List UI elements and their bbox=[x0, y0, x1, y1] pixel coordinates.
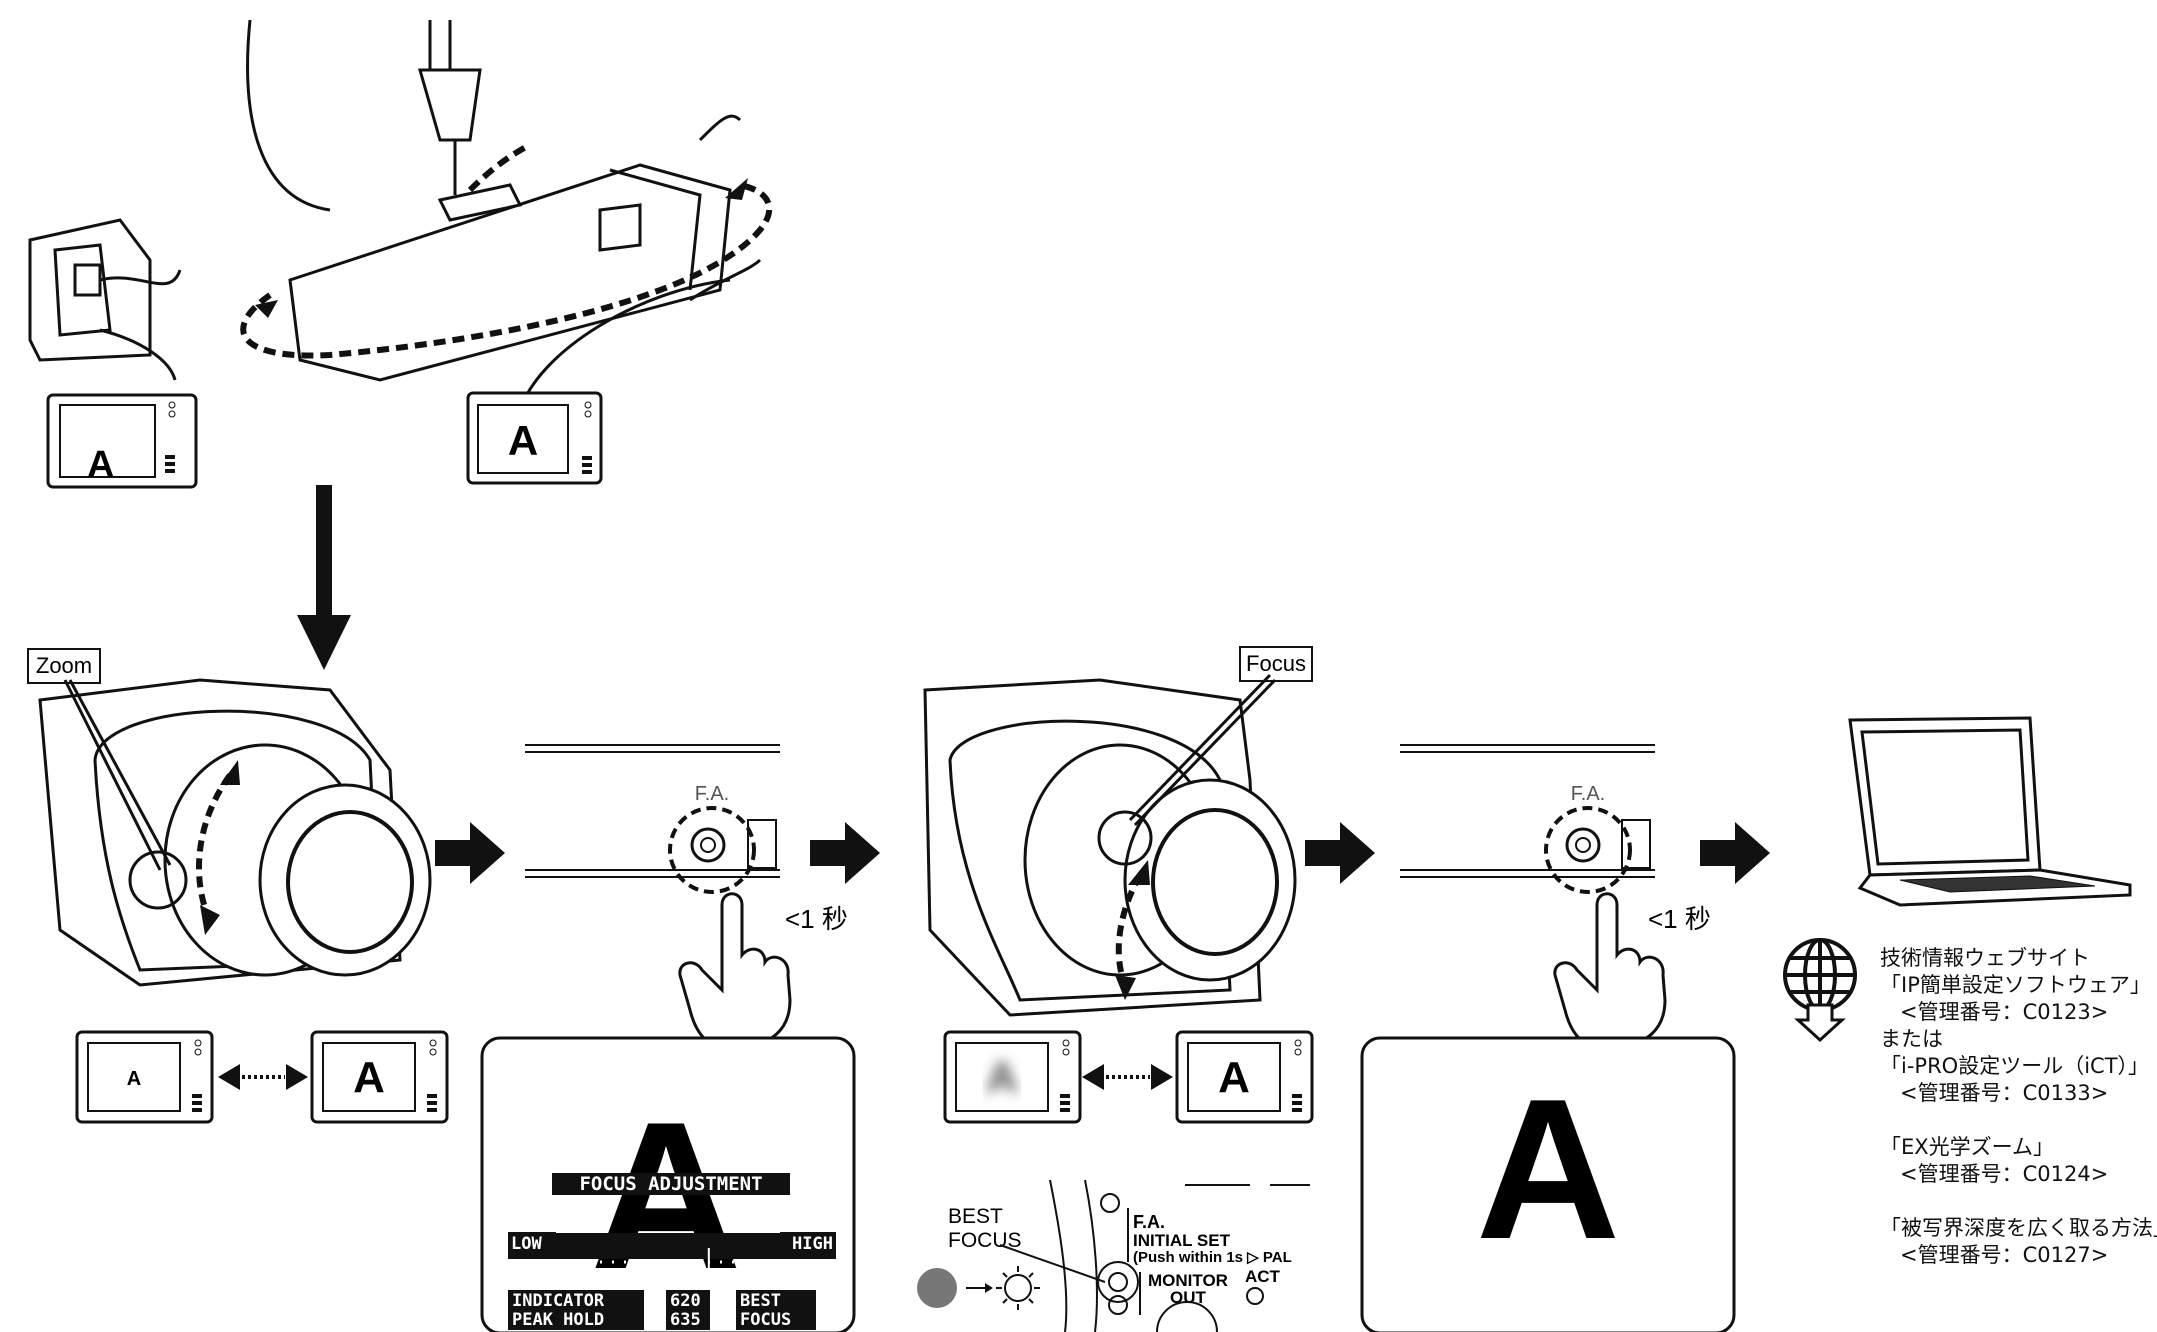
monitor-letter-cropped: A bbox=[87, 444, 114, 486]
monitor-letter: A bbox=[508, 417, 538, 464]
globe-download-icon bbox=[1783, 938, 1857, 1043]
next-step-arrow bbox=[810, 822, 880, 884]
small-camera-side-view bbox=[28, 218, 182, 381]
best-focus-line1: BEST bbox=[948, 1205, 1003, 1228]
zoom-label-box: Zoom bbox=[27, 648, 101, 684]
osd-title: FOCUS ADJUSTMENT bbox=[579, 1173, 762, 1195]
osd-high: HIGH bbox=[792, 1234, 833, 1254]
monitor-letter: A bbox=[1218, 1053, 1250, 1102]
zoom-label: Zoom bbox=[36, 653, 92, 678]
monitor-out-label-1: MONITOR bbox=[1148, 1271, 1228, 1290]
arrow-head bbox=[220, 760, 240, 785]
laptop-icon bbox=[1848, 716, 2132, 907]
info-code: <管理番号：C0124> bbox=[1900, 1162, 2109, 1186]
double-arrow bbox=[1082, 1064, 1173, 1090]
info-line: または bbox=[1880, 1027, 1943, 1051]
monitor-letter-blurred: A bbox=[986, 1053, 1018, 1102]
control-panel-closeup: BEST FOCUS F.A. INITIAL SET (Push within… bbox=[917, 1179, 1310, 1332]
info-link-ip-setting[interactable]: 「IP簡単設定ソフトウェア」 bbox=[1880, 973, 2151, 997]
monitor-large-a: A bbox=[310, 1030, 449, 1124]
next-step-arrow bbox=[1305, 822, 1375, 884]
arrow-head bbox=[200, 905, 220, 935]
next-step-arrow bbox=[1700, 822, 1770, 884]
led-on-icon bbox=[996, 1266, 1040, 1310]
info-line: 技術情報ウェブサイト bbox=[1880, 946, 2090, 970]
final-screen: A bbox=[1360, 1036, 1736, 1332]
zoom-knob-highlight bbox=[128, 850, 188, 910]
focus-label: Focus bbox=[1246, 651, 1306, 676]
down-arrow bbox=[297, 485, 351, 670]
camera-lens-focus bbox=[923, 673, 1297, 1017]
info-code: <管理番号：C0133> bbox=[1900, 1081, 2109, 1105]
osd-best-label: BEST bbox=[740, 1291, 781, 1311]
osd-peak-value: 635 bbox=[670, 1310, 701, 1330]
monitor-letter-small: A bbox=[127, 1068, 141, 1090]
camera-lens-zoom bbox=[38, 678, 432, 987]
fa-label: F.A. bbox=[695, 783, 729, 805]
double-arrow bbox=[218, 1064, 308, 1090]
arrow-head bbox=[1115, 975, 1136, 1000]
info-link-ex-zoom[interactable]: 「EX光学ズーム」 bbox=[1880, 1135, 2055, 1159]
focus-knob-highlight bbox=[1097, 810, 1153, 866]
osd-indicator-value: 620 bbox=[670, 1291, 701, 1311]
center-monitor: A bbox=[466, 391, 603, 485]
act-label: ACT bbox=[1245, 1267, 1281, 1286]
panel-fa-label: F.A. bbox=[1133, 1212, 1165, 1232]
rotation-arrow-head-left bbox=[255, 300, 278, 318]
press-duration-label-2: <1 秒 bbox=[1648, 904, 1711, 934]
rotation-arrow-dashed bbox=[240, 142, 773, 359]
arrow-head bbox=[1128, 860, 1150, 885]
initial-set-label: INITIAL SET bbox=[1133, 1231, 1231, 1250]
monitor-letter: A bbox=[353, 1053, 385, 1102]
info-code: <管理番号：C0127> bbox=[1900, 1243, 2109, 1267]
focus-label-box: Focus bbox=[1239, 646, 1313, 682]
osd-low: LOW bbox=[511, 1234, 542, 1254]
fa-button-closeup-2: F.A. bbox=[1400, 744, 1655, 894]
final-letter: A bbox=[1476, 1058, 1620, 1281]
finger-press-icon-2 bbox=[1553, 892, 1667, 1047]
osd-indicator-label: INDICATOR bbox=[512, 1291, 605, 1311]
fa-label-2: F.A. bbox=[1571, 783, 1605, 805]
info-link-depth-of-field[interactable]: 「被写界深度を広く取る方法」 bbox=[1880, 1216, 2157, 1240]
info-link-ict[interactable]: 「i-PRO設定ツール（iCT）」 bbox=[1880, 1054, 2150, 1078]
info-text-block: 技術情報ウェブサイト 「IP簡単設定ソフトウェア」 <管理番号：C0123> ま… bbox=[1880, 945, 2157, 1269]
osd-focus-label: FOCUS bbox=[740, 1310, 791, 1330]
info-code: <管理番号：C0123> bbox=[1900, 1000, 2109, 1024]
press-duration-label: <1 秒 bbox=[785, 904, 848, 934]
osd-peak-hold-label: PEAK HOLD bbox=[512, 1310, 604, 1330]
ceiling-mounted-camera bbox=[246, 19, 762, 411]
monitor-sharp-a: A bbox=[1175, 1030, 1314, 1124]
monitor-small-a: A bbox=[75, 1030, 214, 1124]
finger-press-icon bbox=[678, 892, 792, 1047]
small-monitor: A bbox=[46, 393, 198, 489]
osd-letter: A bbox=[590, 1078, 742, 1313]
monitor-blurred-a: A bbox=[943, 1030, 1082, 1124]
fa-button-closeup-1: F.A. bbox=[525, 744, 780, 894]
next-step-arrow bbox=[435, 822, 505, 884]
led-off-icon bbox=[917, 1268, 957, 1308]
push-within-label: (Push within 1s ▷ PAL bbox=[1133, 1249, 1292, 1266]
zoom-ring-dashed-arrow bbox=[196, 773, 233, 922]
rotation-arrow-head bbox=[725, 178, 748, 200]
osd-focus-screen: A FOCUS ADJUSTMENT LOW HIGH INDICATOR PE… bbox=[480, 1036, 856, 1332]
